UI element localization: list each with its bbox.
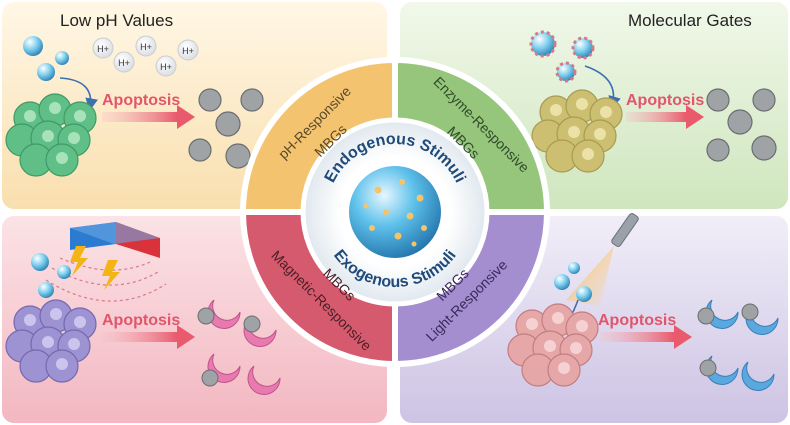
top-left-apoptosis-label: Apoptosis xyxy=(102,92,180,109)
top-left-arrow xyxy=(102,112,177,122)
svg-text:H+: H+ xyxy=(118,58,130,68)
central-ring xyxy=(239,56,551,368)
bottom-right-apoptotic-cells xyxy=(697,299,779,391)
top-right-apoptosis-label: Apoptosis xyxy=(626,92,704,109)
top-left-curve-arrow xyxy=(59,77,98,112)
hplus-ion: H+ xyxy=(92,37,114,59)
bottom-left-cell-nuclei xyxy=(24,308,86,370)
svg-text:H+: H+ xyxy=(97,44,109,54)
magnet-icon xyxy=(70,222,160,258)
central-nanoparticle xyxy=(349,166,441,258)
bottom-left-nanoparticles xyxy=(31,253,71,298)
top-left-hplus-ions: H+ H+ H+ H+ H+ xyxy=(92,35,199,77)
top-left-apoptotic-cells xyxy=(188,88,264,169)
bottom-right-nanoparticles xyxy=(554,262,592,302)
svg-text:H+: H+ xyxy=(140,42,152,52)
bottom-left-apoptosis-label: Apoptosis xyxy=(102,312,180,329)
top-right-cell-nuclei xyxy=(550,98,612,160)
top-right-arrow xyxy=(626,112,686,122)
hplus-ion: H+ xyxy=(155,55,177,77)
svg-text:H+: H+ xyxy=(182,46,194,56)
hplus-ion: H+ xyxy=(113,51,135,73)
top-left-nanoparticles xyxy=(23,36,69,81)
title-molecular-gates: Molecular Gates xyxy=(628,11,752,30)
top-right-apoptotic-cells xyxy=(706,88,777,162)
bottom-right-apoptosis-label: Apoptosis xyxy=(598,312,676,329)
bottom-right-cell-nuclei xyxy=(526,312,588,374)
bottom-left-apoptotic-cells xyxy=(197,299,281,395)
top-right-gated-nanoparticles xyxy=(529,30,595,83)
lightning-icon xyxy=(70,246,120,290)
svg-text:H+: H+ xyxy=(160,62,172,72)
bottom-right-arrow xyxy=(600,332,674,342)
hplus-ion: H+ xyxy=(135,35,157,57)
hplus-ion: H+ xyxy=(177,39,199,61)
title-low-ph: Low pH Values xyxy=(60,11,173,30)
top-left-cell-nuclei xyxy=(24,102,86,164)
bottom-left-arrow xyxy=(102,332,177,342)
